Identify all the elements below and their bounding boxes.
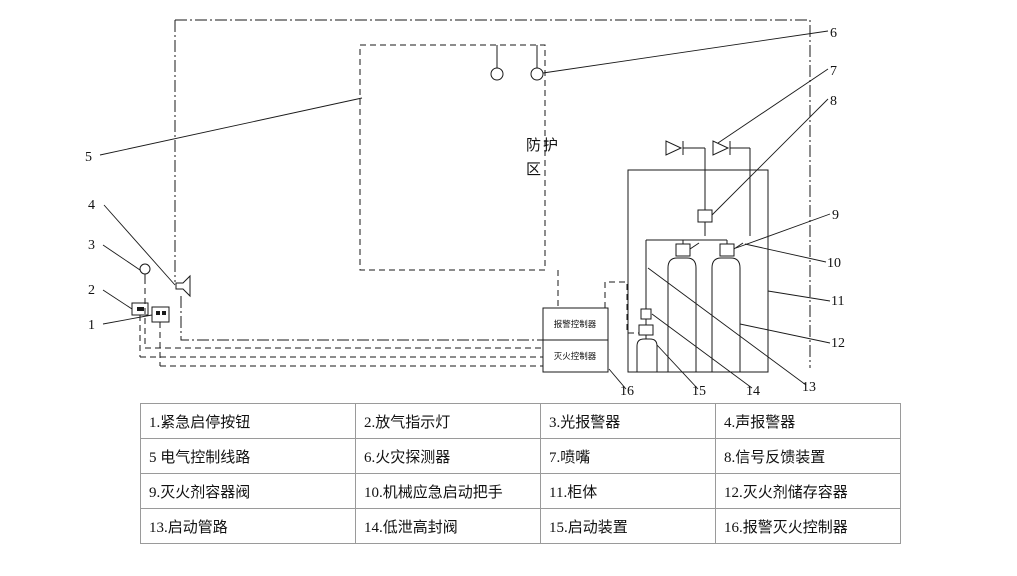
starting-pipeline — [645, 239, 728, 325]
legend-table: 1.紧急启停按钮 2.放气指示灯 3.光报警器 4.声报警器 5 电气控制线路 … — [140, 403, 901, 544]
leader-line-16 — [608, 368, 627, 390]
nozzle-icon — [665, 140, 684, 156]
agent-cylinder — [667, 257, 697, 373]
callout-11: 11 — [831, 294, 844, 309]
callout-13: 13 — [802, 380, 816, 395]
svg-text:灭火控制器: 灭火控制器 — [554, 351, 597, 361]
leader-line-11 — [767, 290, 831, 302]
legend-cell: 5 电气控制线路 — [140, 438, 356, 474]
legend-cell: 12.灭火剂储存容器 — [715, 473, 901, 509]
leader-line-12 — [739, 323, 831, 344]
low-leak-valve-icon — [640, 308, 652, 320]
discharge-pipes — [683, 147, 751, 236]
callout-12: 12 — [831, 336, 845, 351]
leader-line-2 — [102, 289, 133, 310]
legend-cell: 13.启动管路 — [140, 508, 356, 544]
legend-cell: 14.低泄高封阀 — [355, 508, 541, 544]
legend-cell: 4.声报警器 — [715, 403, 901, 439]
legend-row: 1.紧急启停按钮 2.放气指示灯 3.光报警器 4.声报警器 — [140, 403, 901, 439]
leader-line-8 — [711, 98, 829, 216]
control-wiring-dashed — [139, 270, 639, 367]
legend-cell: 15.启动装置 — [540, 508, 716, 544]
callout-1: 1 — [88, 318, 95, 333]
nozzle-icon — [712, 140, 731, 156]
callout-16: 16 — [620, 384, 634, 399]
callout-7: 7 — [830, 64, 837, 79]
callout-9: 9 — [832, 208, 839, 223]
legend-row: 9.灭火剂容器阀 10.机械应急启动把手 11.柜体 12.灭火剂储存容器 — [140, 473, 901, 509]
gas-indicator-icon — [131, 302, 149, 316]
leader-line-5 — [99, 97, 363, 156]
legend-cell: 3.光报警器 — [540, 403, 716, 439]
callout-numbers: 1 2 3 4 5 6 7 8 9 10 11 12 13 14 15 16 — [85, 26, 845, 399]
legend-row: 5 电气控制线路 6.火灾探测器 7.喷嘴 8.信号反馈装置 — [140, 438, 901, 474]
agent-cylinder — [711, 257, 741, 373]
fire-detector-icon — [530, 45, 544, 81]
starting-device-icon — [636, 324, 658, 373]
callout-8: 8 — [830, 94, 837, 109]
legend-cell: 10.机械应急启动把手 — [355, 473, 541, 509]
container-valve-icon — [675, 242, 700, 257]
electrical-control-lines — [174, 19, 811, 368]
callout-4: 4 — [88, 198, 95, 213]
svg-text:区: 区 — [526, 162, 543, 178]
protection-zone-label: 防护 区 — [526, 137, 560, 178]
leader-line-14 — [651, 313, 753, 389]
legend-cell: 16.报警灭火控制器 — [715, 508, 901, 544]
callout-5: 5 — [85, 150, 92, 165]
manual-handle-icon — [689, 242, 700, 250]
legend-cell: 9.灭火剂容器阀 — [140, 473, 356, 509]
leader-line-13 — [647, 267, 807, 386]
leader-line-3 — [102, 244, 141, 271]
legend-cell: 11.柜体 — [540, 473, 716, 509]
system-diagram: 防护 区 — [85, 19, 845, 399]
fire-detector-icon — [490, 45, 504, 81]
container-valve-icon — [719, 242, 744, 257]
controller-box: 报警控制器 灭火控制器 — [542, 307, 609, 373]
callout-14: 14 — [746, 384, 760, 399]
leader-line-7 — [717, 68, 829, 144]
legend-cell: 8.信号反馈装置 — [715, 438, 901, 474]
optical-alarm-icon — [139, 263, 151, 278]
sound-alarm-icon — [175, 274, 191, 298]
svg-text:防护: 防护 — [526, 137, 560, 154]
callout-6: 6 — [830, 26, 837, 41]
signal-feedback-icon — [697, 209, 713, 223]
leader-line-9 — [735, 213, 831, 249]
emergency-button-icon — [151, 306, 170, 323]
manual-handle-icon — [733, 242, 744, 250]
callout-3: 3 — [88, 238, 95, 253]
legend-cell: 2.放气指示灯 — [355, 403, 541, 439]
svg-text:报警控制器: 报警控制器 — [554, 319, 597, 329]
leader-line-15 — [656, 344, 699, 390]
leader-line-1 — [102, 314, 153, 325]
callout-10: 10 — [827, 256, 841, 271]
legend-cell: 1.紧急启停按钮 — [140, 403, 356, 439]
cabinet-outline — [627, 169, 769, 373]
leader-line-10 — [744, 243, 827, 263]
legend-row: 13.启动管路 14.低泄高封阀 15.启动装置 16.报警灭火控制器 — [140, 508, 901, 544]
leader-line-4 — [103, 204, 176, 286]
callout-15: 15 — [692, 384, 706, 399]
legend-cell: 6.火灾探测器 — [355, 438, 541, 474]
legend-cell: 7.喷嘴 — [540, 438, 716, 474]
leader-lines — [99, 30, 831, 390]
callout-2: 2 — [88, 283, 95, 298]
protection-zone — [359, 44, 546, 271]
leader-line-6 — [542, 30, 829, 74]
